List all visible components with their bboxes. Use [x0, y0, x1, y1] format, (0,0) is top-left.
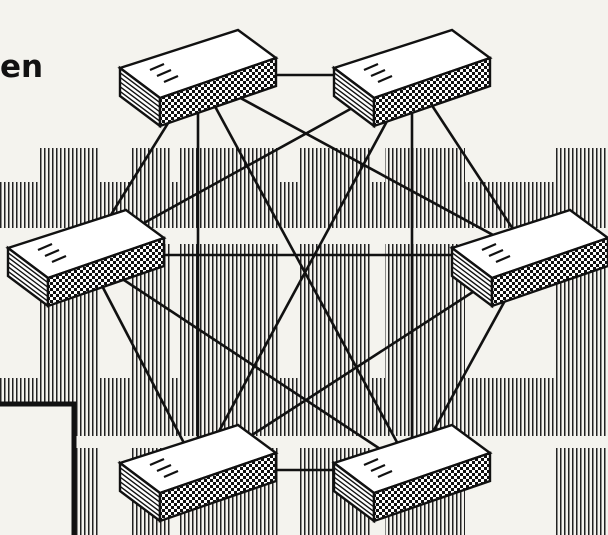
node-top-left — [120, 30, 276, 126]
heading-fragment: en — [0, 52, 43, 83]
stripe-band — [0, 378, 608, 436]
corner-frame — [0, 404, 74, 535]
frame-fill — [0, 404, 74, 535]
node-top-right — [334, 30, 490, 126]
stripe-gap — [0, 436, 608, 448]
striped-background — [0, 148, 608, 535]
